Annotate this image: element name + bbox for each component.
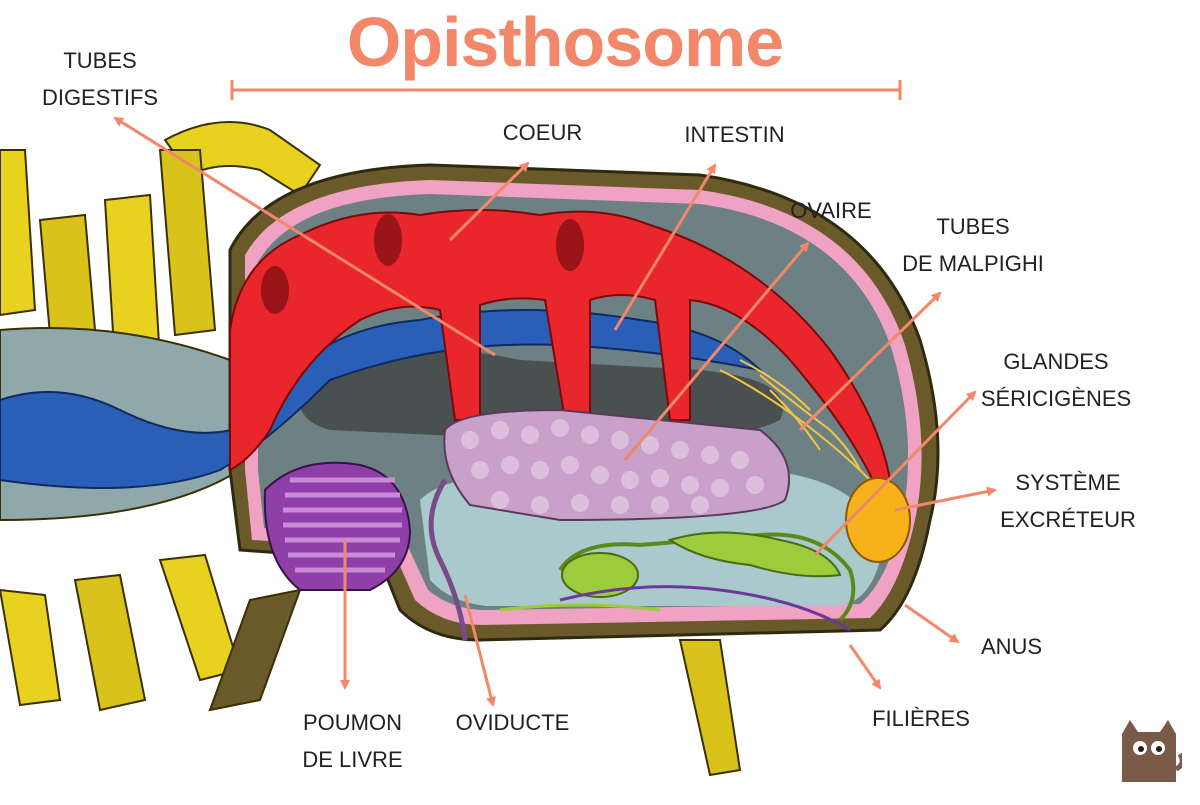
arrow-filieres — [848, 644, 882, 690]
arrow-ovaire — [623, 241, 810, 461]
label-ovaire: OVAIRE — [790, 198, 872, 223]
arrow-coeur — [448, 161, 530, 242]
arrow-oviducte — [463, 594, 496, 707]
arrow-tubes-malpighi — [798, 291, 942, 432]
label-anus: ANUS — [980, 634, 1043, 659]
label-tubes-malpighi: TUBES DE MALPIGHI — [902, 214, 1044, 276]
label-tubes-digestifs: TUBES DIGESTIFS — [41, 48, 159, 110]
label-intestin: INTESTIN — [684, 122, 785, 147]
label-systeme-excreteur: SYSTÈME EXCRÉTEUR — [1000, 470, 1136, 532]
malpighian-tubules — [719, 359, 871, 481]
arrow-anus — [904, 603, 960, 644]
label-poumon-de-livre: POUMON DE LIVRE — [302, 710, 403, 772]
annotation-arrows — [113, 116, 997, 707]
ovary — [443, 408, 791, 522]
arrow-systeme — [894, 486, 997, 512]
label-coeur: COEUR — [502, 120, 583, 145]
heart — [229, 209, 892, 487]
arrow-intestin — [613, 163, 717, 331]
arrow-glandes — [813, 390, 977, 557]
arrow-tubes-digestifs — [113, 116, 496, 357]
oviduct — [428, 478, 468, 641]
label-filieres: FILIÈRES — [872, 706, 970, 731]
front-legs — [0, 553, 742, 777]
excretory-system — [845, 477, 911, 563]
label-glandes-sericigenes: GLANDES SÉRICIGÈNES — [980, 349, 1132, 411]
diagram-title: Opisthosome — [346, 3, 784, 81]
label-oviducte: OVIDUCTE — [455, 710, 570, 735]
silk-glands — [499, 531, 856, 632]
title-bracket — [230, 80, 902, 100]
cat-logo-icon — [1122, 720, 1182, 782]
back-legs — [0, 121, 322, 367]
book-lung — [263, 461, 412, 591]
